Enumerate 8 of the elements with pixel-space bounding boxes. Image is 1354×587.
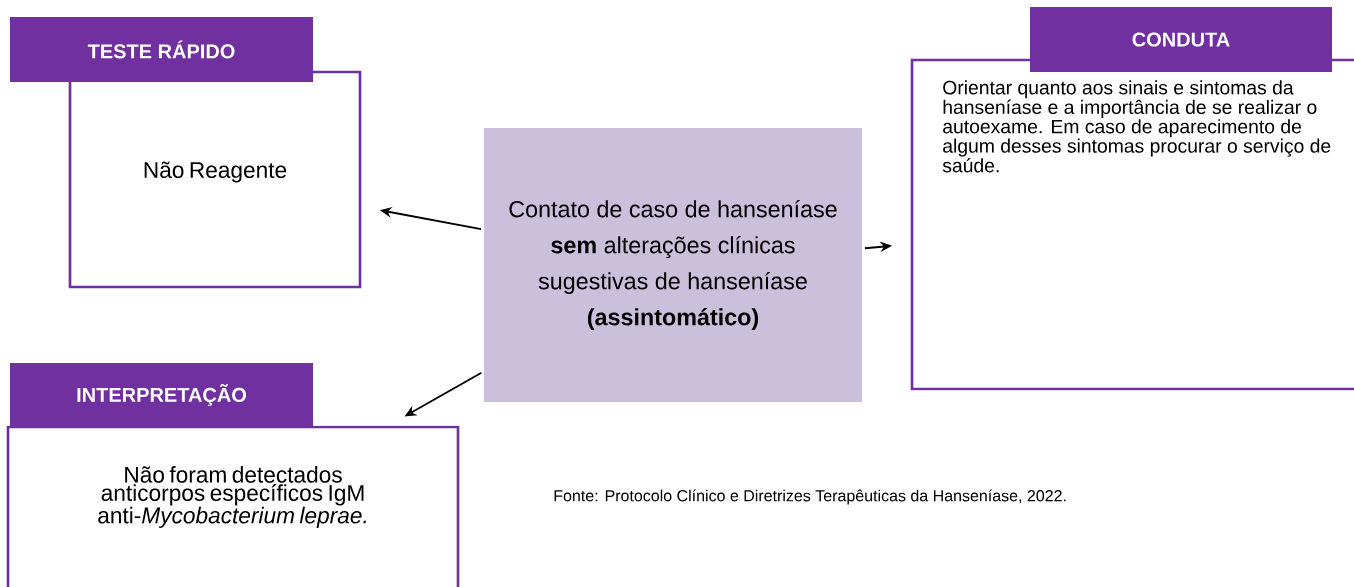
source-note: Fonte: Protocolo Clínico e Diretrizes Terapêuticas da Hanseníase, 2022. [554, 489, 1066, 505]
process-box: Contato de caso de hanseníase sem alterações clínicas sugestivas de hanseníase (assintomático) [484, 128, 862, 402]
titled-box: TESTE RÁPIDO Não Reagente [10, 17, 362, 289]
node-label: INTERPRETAÇÃO [77, 384, 247, 406]
titled-box: INTERPRETAÇÃO Não foram detectados anticorpos específicos IgM anti-Mycobacterium leprae. [6, 363, 460, 587]
node-label: TESTE RÁPIDO [87, 40, 235, 59]
titled-box: CONDUTA Orientar quanto aos sinais e sintomas da hanseníase e a importância de se realizar o autoexame. Em caso de aparecimento de algum desses sintomas procurar o serviço de saúde. [910, 7, 1354, 391]
node-label: CONDUTA [1132, 32, 1230, 47]
